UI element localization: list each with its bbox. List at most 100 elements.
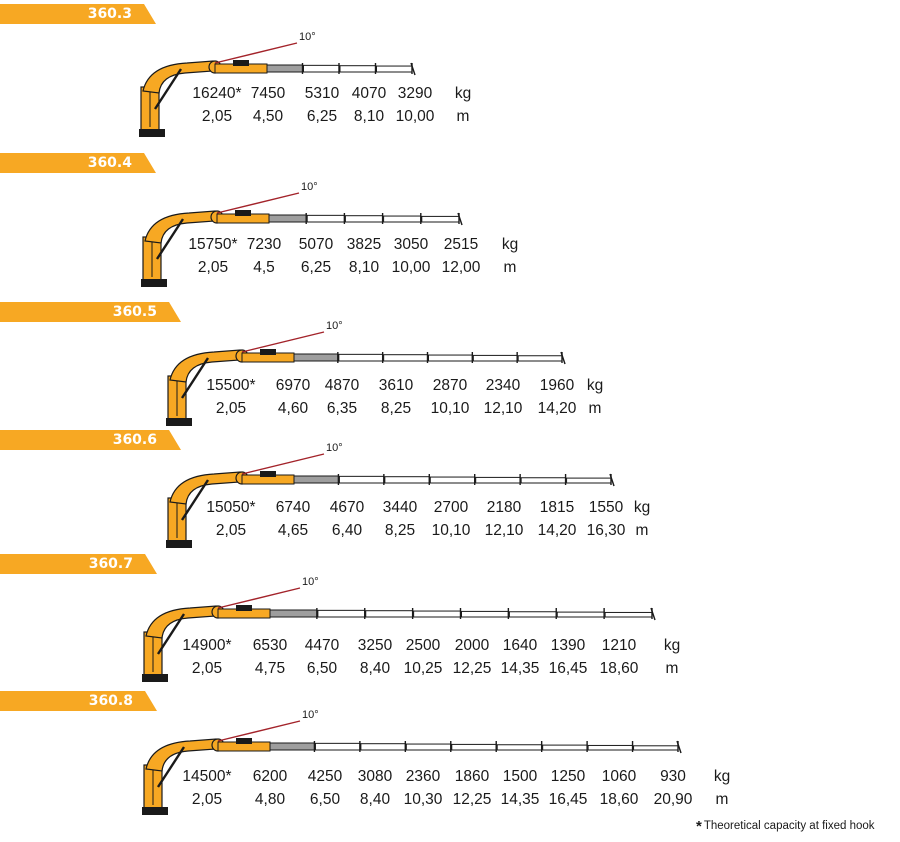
reach-value: 12,10 (483, 400, 523, 417)
reach-value: 12,25 (452, 660, 492, 677)
load-value: 15500* (206, 377, 256, 394)
reach-unit: m (456, 108, 470, 125)
load-unit: kg (454, 85, 472, 102)
load-value: 6530 (252, 637, 288, 654)
reach-unit: m (665, 660, 679, 677)
model-tag: 360.8 (0, 691, 157, 711)
reach-value: 14,35 (500, 660, 540, 677)
reach-value: 6,50 (309, 791, 341, 808)
reach-value: 20,90 (653, 791, 693, 808)
model-tag: 360.4 (0, 153, 156, 173)
reach-value: 8,40 (359, 660, 391, 677)
reach-value: 6,35 (326, 400, 358, 417)
crane-drawing: 10° (166, 442, 615, 548)
load-value: 7230 (246, 236, 282, 253)
reach-value: 12,10 (484, 522, 524, 539)
load-value: 2870 (432, 377, 468, 394)
reach-value: 18,60 (599, 660, 639, 677)
load-value: 2500 (405, 637, 441, 654)
footnote: *Theoretical capacity at fixed hook (696, 818, 875, 835)
reach-value: 16,45 (548, 791, 588, 808)
reach-value: 8,25 (384, 522, 416, 539)
reach-value: 4,60 (277, 400, 309, 417)
reach-value: 2,05 (191, 791, 223, 808)
reach-value: 6,50 (306, 660, 338, 677)
load-value: 15050* (206, 499, 256, 516)
load-value: 1060 (601, 768, 637, 785)
reach-value: 8,10 (348, 259, 380, 276)
model-tag: 360.7 (0, 554, 157, 574)
load-value: 2180 (486, 499, 522, 516)
reach-value: 18,60 (599, 791, 639, 808)
crane-drawing: 10° (142, 709, 682, 815)
reach-value: 10,10 (430, 400, 470, 417)
load-value: 3825 (346, 236, 382, 253)
load-value: 3050 (393, 236, 429, 253)
load-value: 1250 (550, 768, 586, 785)
angle-label: 10° (302, 709, 319, 721)
reach-value: 4,5 (253, 259, 275, 276)
reach-value: 10,00 (391, 259, 431, 276)
load-unit: kg (663, 637, 681, 654)
reach-value: 14,20 (537, 400, 577, 417)
load-value: 3290 (397, 85, 433, 102)
load-value: 4250 (307, 768, 343, 785)
load-value: 6970 (275, 377, 311, 394)
crane-drawing: 10° (142, 576, 656, 682)
reach-value: 6,25 (300, 259, 332, 276)
reach-value: 2,05 (215, 400, 247, 417)
reach-value: 16,30 (586, 522, 626, 539)
reach-value: 2,05 (215, 522, 247, 539)
reach-value: 4,65 (277, 522, 309, 539)
model-tag: 360.3 (0, 4, 156, 24)
reach-value: 4,80 (254, 791, 286, 808)
load-value: 7450 (250, 85, 286, 102)
load-unit: kg (633, 499, 651, 516)
reach-unit: m (715, 791, 729, 808)
load-unit: kg (713, 768, 731, 785)
reach-value: 16,45 (548, 660, 588, 677)
reach-unit: m (503, 259, 517, 276)
load-unit: kg (501, 236, 519, 253)
reach-value: 4,75 (254, 660, 286, 677)
reach-value: 10,30 (403, 791, 443, 808)
model-tag: 360.5 (0, 302, 181, 322)
load-value: 1550 (588, 499, 624, 516)
load-value: 1960 (539, 377, 575, 394)
reach-value: 8,10 (353, 108, 385, 125)
reach-value: 6,25 (306, 108, 338, 125)
load-value: 2360 (405, 768, 441, 785)
angle-label: 10° (326, 320, 343, 332)
crane-drawing: 10° (139, 31, 416, 137)
load-value: 4070 (351, 85, 387, 102)
load-value: 2515 (443, 236, 479, 253)
angle-label: 10° (299, 31, 316, 43)
angle-label: 10° (326, 442, 343, 454)
load-unit: kg (586, 377, 604, 394)
reach-value: 4,50 (252, 108, 284, 125)
reach-value: 14,35 (500, 791, 540, 808)
footnote-text: Theoretical capacity at fixed hook (703, 820, 875, 832)
reach-value: 2,05 (201, 108, 233, 125)
load-value: 14500* (182, 768, 232, 785)
load-value: 1390 (550, 637, 586, 654)
load-value: 3610 (378, 377, 414, 394)
load-value: 3080 (357, 768, 393, 785)
reach-value: 12,00 (441, 259, 481, 276)
load-value: 2700 (433, 499, 469, 516)
load-value: 930 (660, 768, 686, 785)
reach-value: 14,20 (537, 522, 577, 539)
load-value: 5310 (304, 85, 340, 102)
reach-value: 12,25 (452, 791, 492, 808)
reach-value: 8,25 (380, 400, 412, 417)
reach-unit: m (588, 400, 602, 417)
load-value: 1640 (502, 637, 538, 654)
load-value: 6740 (275, 499, 311, 516)
reach-value: 10,10 (431, 522, 471, 539)
load-value: 14900* (182, 637, 232, 654)
load-value: 16240* (192, 85, 242, 102)
reach-unit: m (635, 522, 649, 539)
reach-value: 2,05 (191, 660, 223, 677)
load-value: 2340 (485, 377, 521, 394)
